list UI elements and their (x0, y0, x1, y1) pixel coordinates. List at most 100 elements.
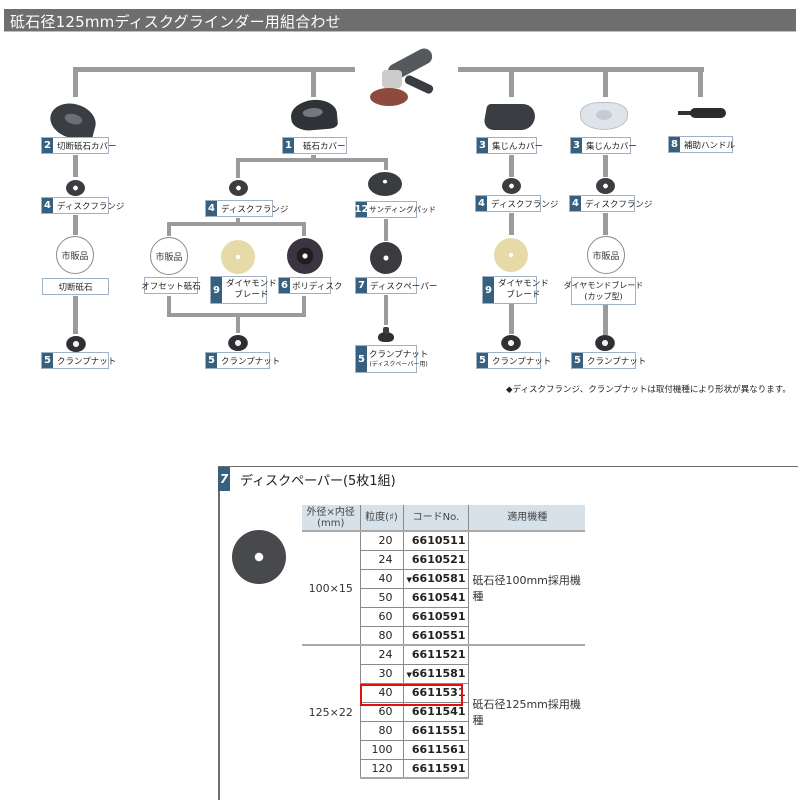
part-name: ディスクフランジ (491, 199, 559, 210)
part-label-clamp-nut[interactable]: 5 クランプナット (205, 352, 280, 369)
part-label-sanding-pad[interactable]: 12 サンディングパッド (354, 201, 436, 218)
part-label-disc-paper[interactable]: 7 ディスクペーパー (355, 277, 437, 294)
cell-code: 6611541 (402, 701, 470, 722)
part-number: 8 (669, 137, 680, 152)
code-number: 6610511 (411, 534, 466, 548)
part-label-wheel-cover[interactable]: 1 砥石カバー (282, 137, 347, 154)
part-label-dust-cover[interactable]: 3 集じんカバー (570, 137, 637, 154)
cell-code: 6611521 (402, 644, 470, 665)
dust-cover-image (482, 104, 538, 130)
poly-disc-image (287, 238, 323, 274)
cell-grit: 40 (359, 682, 404, 703)
part-number: 7 (356, 278, 367, 293)
clamp-nut-image (595, 335, 615, 351)
part-label-poly-disc[interactable]: 6 ポリディスク (278, 277, 342, 294)
cell-size: 100×15 (302, 530, 360, 645)
part-label-cup-diamond-blade[interactable]: ダイヤモンドブレード(カップ型) (564, 277, 643, 305)
code-number: 6611591 (411, 761, 466, 775)
new-item-mark-icon: ▼ (406, 576, 412, 584)
cell-grit: 60 (359, 606, 404, 627)
detail-title: ディスクペーパー(5枚1組) (240, 473, 396, 489)
connector (603, 213, 608, 235)
column-header-code: コードNo. (403, 505, 470, 531)
part-number: 3 (477, 138, 488, 153)
part-label-diamond-blade[interactable]: 9 ダイヤモンドブレード (210, 276, 277, 304)
part-number: 12 (354, 202, 369, 217)
disc-flange-image (229, 180, 248, 196)
part-name: クランプナット (492, 356, 552, 367)
part-number: 1 (283, 138, 294, 153)
connector (384, 295, 388, 325)
part-label-disc-flange[interactable]: 4 ディスクフランジ (41, 197, 124, 214)
part-label-clamp-nut[interactable]: 5 クランプナット (41, 352, 116, 369)
cell-code: 6610591 (402, 606, 470, 627)
clamp-nut-image (501, 335, 521, 351)
connector (236, 158, 388, 162)
connector (384, 158, 388, 170)
column-header-model: 適用機種 (468, 505, 585, 531)
part-name: ポリディスク (292, 281, 343, 292)
part-label-clamp-nut[interactable]: 5 クランプナット (571, 352, 646, 369)
part-name: 切断砥石 (58, 282, 93, 293)
cell-code: 6611591 (402, 758, 470, 779)
connector (603, 155, 608, 177)
part-label-disc-flange[interactable]: 4 ディスクフランジ (569, 195, 652, 212)
cell-grit: 24 (359, 549, 404, 570)
clear-dust-cover-image (580, 102, 628, 130)
code-number: 6610521 (411, 553, 466, 566)
connector (698, 67, 703, 97)
connector-top-right (458, 67, 704, 72)
part-label-side-handle[interactable]: 8 補助ハンドル (668, 136, 735, 153)
connector (509, 67, 514, 97)
cell-grit: 120 (359, 758, 404, 779)
part-label-cutting-wheel[interactable]: 切断砥石 (42, 278, 109, 295)
part-label-cutting-wheel-cover[interactable]: 2 切断砥石カバー (41, 137, 117, 154)
part-name: 集じんカバー (492, 141, 544, 152)
part-label-clamp-nut-paper[interactable]: 5 クランプナット(ディスクペーパー用) (355, 345, 428, 373)
part-name: ダイヤモンドブレード(カップ型) (563, 281, 644, 301)
clamp-nut-image (66, 336, 86, 352)
cell-grit: 40 (359, 568, 404, 589)
part-name: 補助ハンドル (684, 140, 736, 151)
part-name: クランプナット(ディスクペーパー用) (369, 350, 429, 368)
wheel-cover-image (289, 98, 339, 132)
part-name: 切断砥石カバー (57, 141, 117, 152)
column-header-size: 外径×内径(mm) (302, 505, 361, 531)
part-label-clamp-nut[interactable]: 5 クランプナット (476, 352, 551, 369)
cell-code: 6610521 (402, 549, 470, 570)
part-number: 5 (206, 353, 217, 368)
part-number: 4 (206, 201, 217, 216)
cell-code: ▼6611581 (402, 663, 470, 684)
part-label-disc-flange[interactable]: 4 ディスクフランジ (475, 195, 558, 212)
table-header-row: 外径×内径(mm) 粒度(♯) コードNo. 適用機種 (302, 505, 585, 531)
cell-code: 6611551 (402, 720, 470, 741)
connector (302, 296, 306, 316)
disc-flange-image (66, 180, 85, 196)
connector (236, 313, 240, 333)
disc-paper-image (370, 242, 402, 274)
cell-code: 6610511 (402, 530, 470, 551)
part-label-disc-flange[interactable]: 4 ディスクフランジ (205, 200, 288, 217)
table-row[interactable]: 24 6610521 (302, 549, 585, 570)
cell-code: ▼6610581 (402, 568, 470, 589)
table-row[interactable]: 120 6611591 (302, 758, 585, 779)
disc-flange-image (502, 178, 521, 194)
code-number: 6611521 (411, 648, 466, 662)
connector (603, 305, 608, 335)
market-product-badge: 市販品 (587, 236, 625, 274)
part-number: 9 (211, 277, 222, 303)
diamond-blade-image (494, 238, 528, 272)
part-label-diamond-blade[interactable]: 9 ダイヤモンドブレード (482, 276, 549, 304)
connector (509, 213, 514, 235)
part-label-dust-cover[interactable]: 3 集じんカバー (476, 137, 543, 154)
cell-grit: 80 (359, 720, 404, 741)
connector (73, 67, 78, 97)
connector (73, 155, 78, 177)
part-label-offset-wheel[interactable]: オフセット砥石 (141, 277, 201, 294)
